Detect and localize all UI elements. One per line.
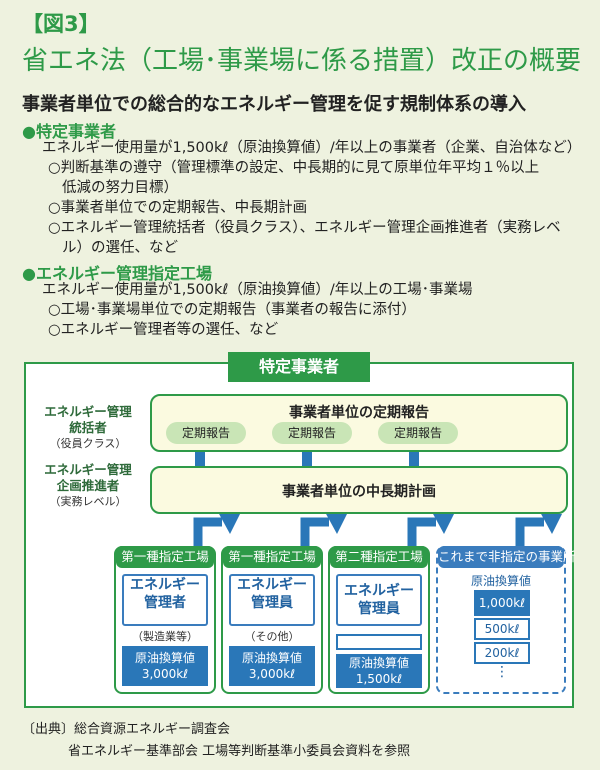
section-criterion: エネルギー使用量が1,500kℓ（原油換算値）/年以上の工場･事業場 (42, 282, 473, 298)
bullet-item: ○エネルギー管理統括者（役員クラス）、エネルギー管理企画推進者（実務レベ (48, 220, 561, 236)
left-role-promoter: エネルギー管理 企画推進者 （実務レベル） (30, 462, 146, 510)
figure-label: 【図3】 (22, 12, 100, 36)
report-pill: 定期報告 (378, 422, 458, 444)
column-role: 管理員 (251, 595, 293, 611)
report-box-title: 事業者単位の定期報告 (289, 405, 429, 421)
bent-arrow-heads (218, 512, 562, 534)
section-title-specified-business: ●特定事業者 (22, 122, 116, 141)
level-box: 500kℓ (474, 618, 530, 640)
column-value-box: 原油換算値 1,500kℓ (336, 654, 422, 688)
column-role: エネルギー (130, 577, 200, 593)
bullet-item: ル）の選任、など (62, 240, 178, 256)
left-role-title: 統括者 (69, 420, 107, 435)
column-role-sub: （その他） (244, 630, 300, 643)
undesignated-head: これまで非指定の事業所 (438, 546, 576, 568)
section-criterion: エネルギー使用量が1,500kℓ（原油換算値）/年以上の事業者（企業、自治体など… (42, 140, 582, 156)
column-head: 第一種指定工場 (116, 546, 214, 568)
column-value-label: 原油換算値 (134, 651, 195, 665)
page-title: 省エネ法（工場･事業場に係る措置）改正の概要 (22, 46, 582, 76)
undesignated-label: 原油換算値 (470, 574, 531, 588)
bullet-item: ○判断基準の遵守（管理標準の設定、中長期的に見て原単位年平均１％以上 (48, 160, 540, 176)
column-value: 3,000kℓ (141, 667, 189, 681)
bullet-item: ○工場･事業場単位での定期報告（事業者の報告に添付） (48, 302, 416, 318)
column-role: エネルギー (237, 577, 307, 593)
column-level-outline (336, 634, 422, 650)
subheading: 事業者単位での総合的なエネルギー管理を促す規制体系の導入 (22, 94, 526, 115)
column-role-box: エネルギー 管理員 (336, 574, 422, 626)
column-value: 3,000kℓ (248, 667, 296, 681)
bent-arrows-plan (193, 517, 544, 546)
bullet-item: ○事業者単位での定期報告、中長期計画 (48, 200, 308, 216)
plan-box: 事業者単位の中長期計画 (150, 466, 568, 514)
column-role: エネルギー (344, 583, 414, 599)
plan-box-title: 事業者単位の中長期計画 (282, 484, 436, 500)
column-value-label: 原油換算値 (241, 651, 302, 665)
report-pill: 定期報告 (272, 422, 352, 444)
left-role-sub: （実務レベル） (49, 495, 127, 508)
source-line: 〔出典〕総合資源エネルギー調査会 (22, 722, 231, 737)
left-role-manager: エネルギー管理 統括者 （役員クラス） (30, 404, 146, 452)
column-value-label: 原油換算値 (348, 656, 409, 670)
column-role-box: エネルギー 管理員 (229, 574, 315, 626)
section-title-designated-factory: ●エネルギー管理指定工場 (22, 264, 212, 283)
bullet-item: 低減の努力目標） (62, 180, 178, 196)
column-value-box: 原油換算値 3,000kℓ (122, 646, 208, 686)
column-value-box: 原油換算値 3,000kℓ (229, 646, 315, 686)
column-value: 1,500kℓ (355, 672, 403, 686)
left-role-sub: （役員クラス） (49, 437, 127, 450)
column-head: 第二種指定工場 (330, 546, 428, 568)
column-role: 管理員 (358, 601, 400, 617)
column-head: 第一種指定工場 (223, 546, 321, 568)
column-role-box: エネルギー 管理者 (122, 574, 208, 626)
left-role-title: エネルギー管理 (44, 462, 132, 477)
left-role-title: エネルギー管理 (44, 404, 132, 419)
report-pill: 定期報告 (166, 422, 246, 444)
column-role: 管理者 (144, 595, 186, 611)
column-role-sub: （製造業等） (132, 630, 198, 643)
level-box: 200kℓ (474, 642, 530, 664)
level-box: 1,000kℓ (474, 590, 530, 616)
left-role-title: 企画推進者 (56, 478, 120, 493)
bullet-item: ○エネルギー管理者等の選任、など (48, 322, 279, 338)
source-line: 省エネルギー基準部会 工場等判断基準小委員会資料を参照 (68, 744, 411, 759)
ellipsis: ⋮ (495, 664, 509, 680)
diagram-badge: 特定事業者 (228, 352, 370, 382)
